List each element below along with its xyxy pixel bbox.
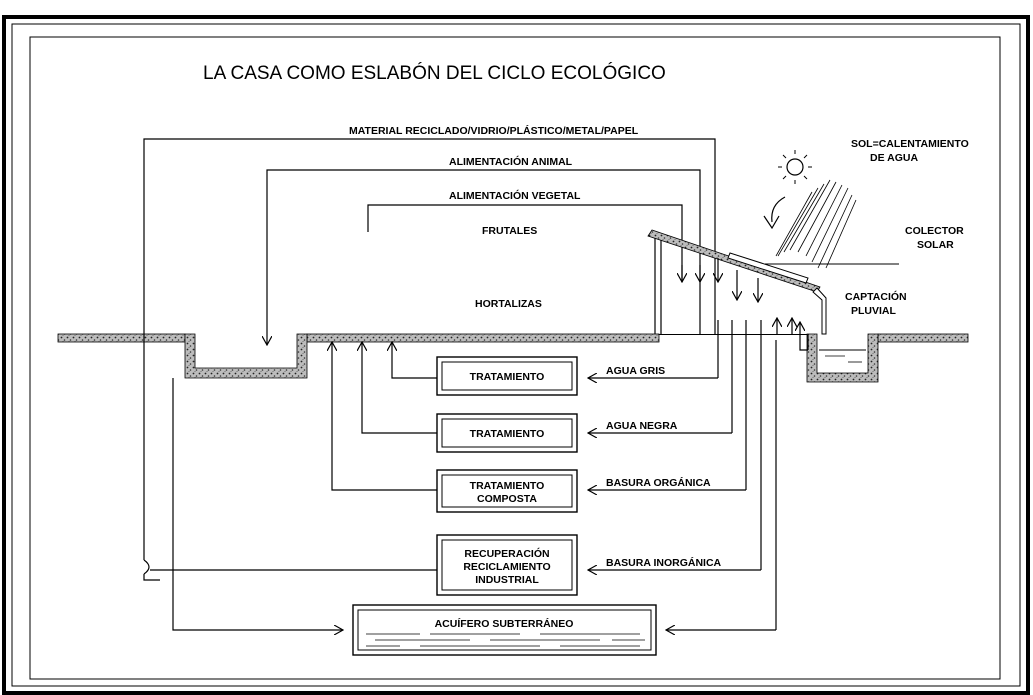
label-colector-1: COLECTOR <box>905 225 964 237</box>
box-recuperacion <box>436 534 578 596</box>
box-recuperacion-line3: INDUSTRIAL <box>475 574 539 586</box>
label-agua-gris: AGUA GRIS <box>606 365 665 377</box>
ground-segment-right <box>877 333 969 343</box>
box-acuifero <box>352 604 657 656</box>
label-frutales: FRUTALES <box>482 225 537 237</box>
inner-frame <box>11 23 1021 687</box>
box-tratamiento-negra-label: TRATAMIENTO <box>470 428 545 440</box>
diagram-title: LA CASA COMO ESLABÓN DEL CICLO ECOLÓGICO <box>203 62 666 84</box>
rain-cistern <box>806 333 879 383</box>
label-basura-organica: BASURA ORGÁNICA <box>606 476 711 489</box>
ground-segment-mid <box>306 333 660 343</box>
label-agua-negra: AGUA NEGRA <box>606 420 678 432</box>
label-hortalizas: HORTALIZAS <box>475 298 542 310</box>
label-basura-inorganica: BASURA INORGÁNICA <box>606 556 722 569</box>
drawing-border <box>29 36 1001 680</box>
label-captacion-2: PLUVIAL <box>851 305 897 317</box>
house-roof <box>647 229 821 293</box>
label-colector-2: SOLAR <box>917 239 954 251</box>
box-tratamiento-negra <box>436 413 578 453</box>
outer-frame <box>2 15 1030 695</box>
box-recuperacion-line2: RECICLAMIENTO <box>463 561 550 573</box>
compost-pit <box>184 333 308 379</box>
solar-collector-panel <box>727 252 809 284</box>
pit-to-aquifer-line <box>172 378 343 630</box>
label-sol-1: SOL=CALENTAMIENTO <box>851 138 969 150</box>
downspout <box>812 287 827 335</box>
flow-vegetal-line <box>367 204 683 282</box>
ground-line-house <box>659 334 807 335</box>
box-composta-line2: COMPOSTA <box>477 493 537 505</box>
label-sol-2: DE AGUA <box>870 152 918 164</box>
flow-material-line <box>143 138 716 560</box>
box-tratamiento-gris-label: TRATAMIENTO <box>470 371 545 383</box>
box-composta-line1: TRATAMIENTO <box>470 480 545 492</box>
box-tratamiento-composta <box>436 469 578 513</box>
line-crossing-hop <box>143 559 150 575</box>
aquifer-water-lines <box>366 633 645 647</box>
sun-arrow <box>771 196 786 223</box>
rain-lines <box>775 179 857 269</box>
label-captacion-1: CAPTACIÓN <box>845 290 907 303</box>
label-material-reciclado: MATERIAL RECICLADO/VIDRIO/PLÁSTICO/METAL… <box>349 124 639 137</box>
ground-segment-left <box>57 333 186 343</box>
box-acuifero-label: ACUÍFERO SUBTERRÁNEO <box>435 617 574 630</box>
box-tratamiento-gris <box>436 356 578 396</box>
sun-icon <box>778 150 812 184</box>
box-recuperacion-line1: RECUPERACIÓN <box>464 547 549 560</box>
label-alimentacion-vegetal: ALIMENTACIÓN VEGETAL <box>449 189 581 202</box>
label-alimentacion-animal: ALIMENTACIÓN ANIMAL <box>449 155 573 168</box>
